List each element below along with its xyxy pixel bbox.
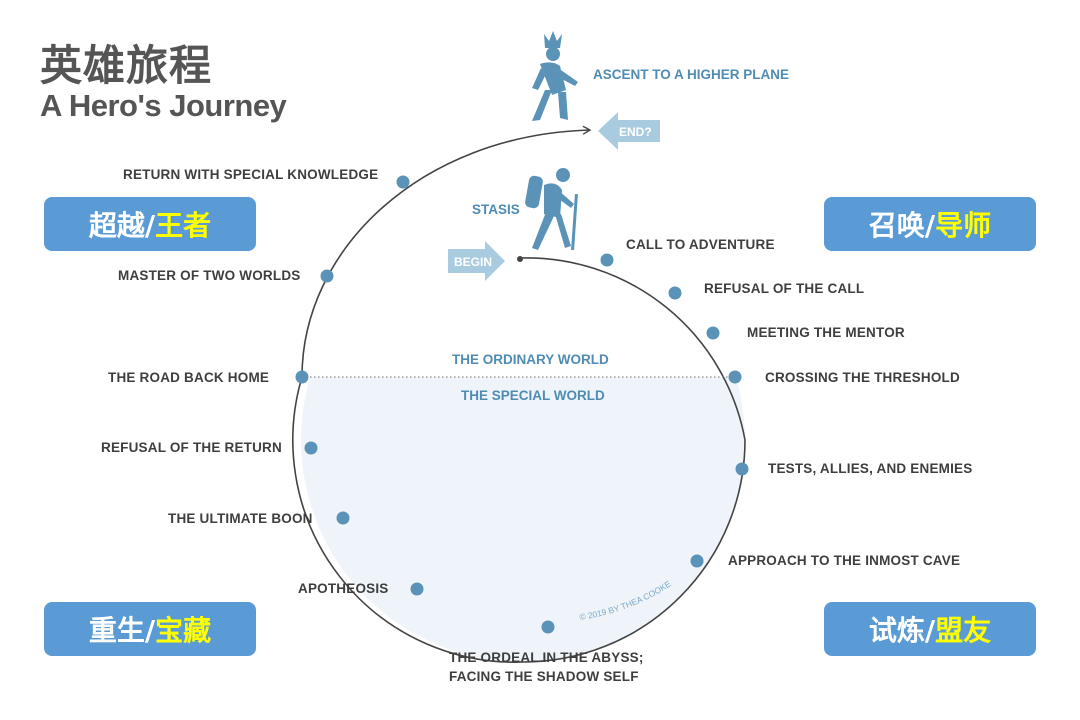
stage-node-8 (410, 582, 424, 596)
stage-node-9 (336, 511, 350, 525)
badge-trials-allies: 试炼/盟友 (824, 602, 1036, 656)
stage-call-to-adventure: CALL TO ADVENTURE (626, 237, 775, 252)
stage-ordeal-line1: THE ORDEAL IN THE ABYSS; (449, 650, 644, 665)
stage-crossing-the-threshold: CROSSING THE THRESHOLD (765, 370, 960, 385)
journey-path (292, 125, 746, 663)
stage-ordeal-line2: FACING THE SHADOW SELF (449, 669, 639, 684)
badge-rebirth-treasure: 重生/宝藏 (44, 602, 256, 656)
badge-main-text: 超越/ (88, 209, 156, 242)
stage-meeting-the-mentor: MEETING THE MENTOR (747, 325, 905, 340)
badge-main-text: 重生/ (88, 614, 156, 647)
special-world-label: THE SPECIAL WORLD (461, 388, 605, 403)
stage-node-12 (320, 269, 334, 283)
badge-highlight-text: 王者 (155, 209, 212, 242)
badge-highlight-text: 导师 (935, 209, 992, 242)
title-chinese: 英雄旅程 (40, 41, 213, 90)
stage-approach-inmost-cave: APPROACH TO THE INMOST CAVE (728, 553, 961, 568)
ordinary-world-label: THE ORDINARY WORLD (452, 352, 609, 367)
end-arrow: END? (598, 112, 660, 150)
begin-arrow: BEGIN (448, 241, 505, 281)
stage-node-7 (541, 620, 555, 634)
crowned-walker-icon (532, 31, 578, 121)
badge-main-text: 试炼/ (868, 614, 936, 647)
stage-ultimate-boon: THE ULTIMATE BOON (168, 511, 313, 526)
stage-refusal-of-the-return: REFUSAL OF THE RETURN (101, 440, 282, 455)
stage-road-back-home: THE ROAD BACK HOME (108, 370, 270, 385)
ascent-label: ASCENT TO A HIGHER PLANE (593, 67, 790, 82)
stage-node-4 (728, 370, 742, 384)
badge-highlight-text: 宝藏 (155, 614, 212, 647)
stage-node-10 (304, 441, 318, 455)
stage-apotheosis: APOTHEOSIS (298, 581, 389, 596)
badge-transcend-king: 超越/王者 (44, 197, 256, 251)
stage-node-13 (396, 175, 410, 189)
stage-node-6 (690, 554, 704, 568)
stage-return-special-knowledge: RETURN WITH SPECIAL KNOWLEDGE (123, 167, 379, 182)
stasis-label: STASIS (472, 202, 520, 217)
badge-highlight-text: 盟友 (935, 614, 992, 647)
hiker-icon (525, 168, 578, 251)
stage-node-3 (706, 326, 720, 340)
stage-node-5 (735, 462, 749, 476)
badge-call-mentor: 召唤/导师 (824, 197, 1036, 251)
end-label: END? (619, 125, 652, 139)
stage-master-of-two-worlds: MASTER OF TWO WORLDS (118, 268, 301, 283)
stage-node-11 (295, 370, 309, 384)
badge-main-text: 召唤/ (868, 209, 936, 242)
stage-node-2 (668, 286, 682, 300)
stage-refusal-of-the-call: REFUSAL OF THE CALL (704, 281, 865, 296)
stage-node-1 (600, 253, 614, 267)
stage-tests-allies-enemies: TESTS, ALLIES, AND ENEMIES (768, 461, 973, 476)
begin-dot (517, 256, 523, 262)
begin-label: BEGIN (454, 255, 492, 269)
title-english: A Hero's Journey (40, 88, 287, 123)
